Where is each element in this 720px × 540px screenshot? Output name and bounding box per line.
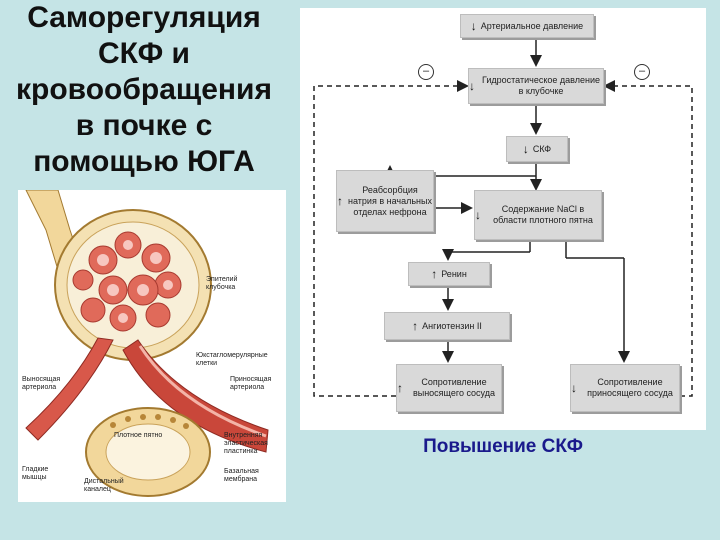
label-distal-tubule: Дистальный каналец bbox=[84, 478, 124, 493]
box-nacl-content-text: Содержание NaCl в области плотного пятна bbox=[493, 204, 593, 225]
box-afferent-resistance: ↓ Сопротивление приносящего сосуда bbox=[570, 364, 680, 412]
box-gfr: ↓ СКФ bbox=[506, 136, 568, 162]
box-efferent-resistance: ↑ Сопротивление выносящего сосуда bbox=[396, 364, 502, 412]
box-angiotensin-text: Ангиотензин II bbox=[422, 320, 482, 331]
up-arrow-icon: ↑ bbox=[337, 193, 343, 208]
box-sodium-reabsorption-text: Реабсорбция натрия в начальных отделах н… bbox=[348, 184, 432, 217]
box-hydrostatic-pressure: ↓ Гидростатическое давление в клубочке bbox=[468, 68, 604, 104]
slide-title: Саморегуляция СКФ и кровообращения в поч… bbox=[16, 1, 272, 178]
negative-feedback-left-icon: – bbox=[418, 64, 434, 80]
box-gfr-text: СКФ bbox=[532, 143, 552, 154]
down-arrow-icon: ↓ bbox=[475, 207, 481, 222]
down-arrow-icon: ↓ bbox=[469, 78, 475, 93]
down-arrow-icon: ↓ bbox=[522, 141, 529, 156]
result-caption: Повышение СКФ bbox=[423, 436, 583, 457]
negative-feedback-right-icon: – bbox=[634, 64, 650, 80]
up-arrow-icon: ↑ bbox=[397, 380, 403, 395]
box-arterial-pressure: ↓ Артериальное давление bbox=[460, 14, 594, 38]
kidney-anatomy-drawing bbox=[25, 190, 269, 497]
label-smooth-muscle: Гладкие мышцы bbox=[22, 466, 49, 481]
box-efferent-resistance-text: Сопротивление выносящего сосуда bbox=[412, 377, 496, 398]
box-hydrostatic-pressure-text: Гидростатическое давление в клубочке bbox=[482, 75, 600, 96]
label-jg-cells: Юкстагломерулярные клетки bbox=[196, 352, 268, 367]
label-macula-densa: Плотное пятно bbox=[114, 432, 163, 439]
juxtaglomerular-apparatus-illustration: Эпителий клубочка Юкстагломерулярные кле… bbox=[18, 190, 286, 502]
box-afferent-resistance-text: Сопротивление приносящего сосуда bbox=[587, 377, 673, 398]
down-arrow-icon: ↓ bbox=[571, 380, 577, 395]
label-efferent-arteriole: Выносящая артериола bbox=[22, 376, 61, 391]
box-nacl-content: ↓ Содержание NaCl в области плотного пят… bbox=[474, 190, 602, 240]
up-arrow-icon: ↑ bbox=[412, 318, 419, 333]
box-sodium-reabsorption: ↑ Реабсорбция натрия в начальных отделах… bbox=[336, 170, 434, 232]
down-arrow-icon: ↓ bbox=[470, 18, 477, 33]
label-basal-membrane: Базальная мембрана bbox=[224, 468, 259, 483]
label-elastic-lamina: Внутренняя эластическая пластинка bbox=[224, 432, 268, 455]
regulation-flowchart: – – ↓ Артериальное давление ↓ Гидростати… bbox=[300, 8, 706, 430]
box-angiotensin: ↑ Ангиотензин II bbox=[384, 312, 510, 340]
box-renin-text: Ренин bbox=[441, 268, 467, 279]
box-renin: ↑ Ренин bbox=[408, 262, 490, 286]
box-arterial-pressure-text: Артериальное давление bbox=[480, 20, 584, 31]
up-arrow-icon: ↑ bbox=[431, 266, 438, 281]
label-afferent-arteriole: Приносящая артериола bbox=[230, 376, 272, 391]
label-epithelium: Эпителий клубочка bbox=[206, 276, 238, 291]
